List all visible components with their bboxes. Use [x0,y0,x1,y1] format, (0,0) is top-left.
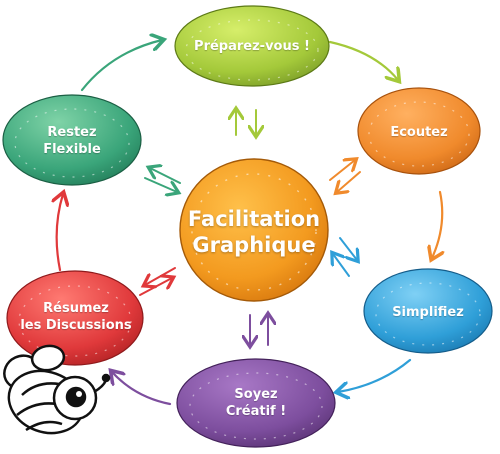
arrow-resumez-to-restez [57,194,63,272]
node-preparez-shape [174,5,330,87]
cycle-arrows [57,40,443,406]
arrow-ecoutez-to-simplifiez [432,190,442,258]
bee-mascot-icon [3,344,111,435]
arrow-soyez-to-resumez [112,372,172,406]
node-ecoutez-shape [357,87,481,175]
inner-arrows [139,110,361,345]
node-simplifiez-shape [363,268,493,354]
node-restez-shape [2,94,142,186]
arrow-restez-to-preparez [80,40,162,92]
arrow-preparez-to-ecoutez [328,40,398,80]
center-node-shape [179,158,329,302]
node-soyez-shape [176,358,336,448]
node-resumez-shape [6,270,144,366]
arrow-simplifiez-to-soyez [338,358,412,392]
